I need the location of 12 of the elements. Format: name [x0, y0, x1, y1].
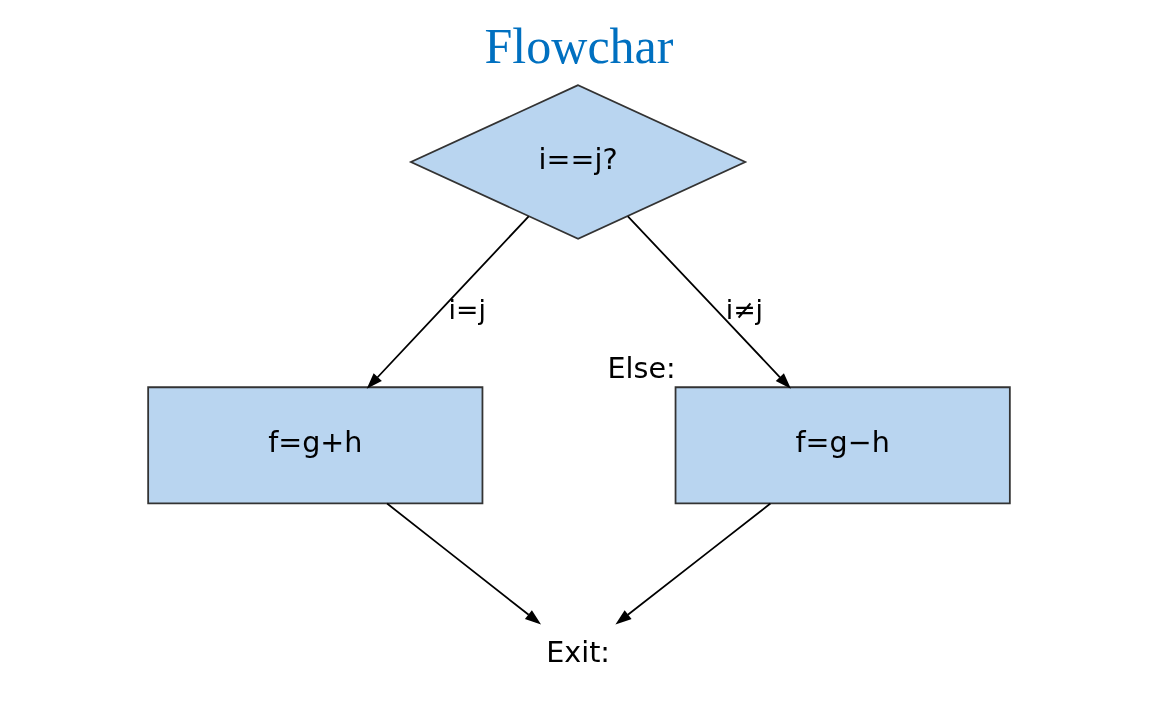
edge-label: i=j — [448, 294, 486, 326]
arrow — [366, 215, 530, 389]
edge-label: i≠j — [725, 294, 763, 326]
arrow — [385, 502, 541, 625]
arrow — [614, 502, 771, 625]
node-box: f=g+h — [146, 386, 483, 505]
arrow — [626, 215, 791, 389]
node-diamond: i==j? — [408, 84, 747, 240]
node-box: f=g−h — [674, 386, 1011, 505]
diagram-title: Flowchar — [483, 17, 674, 74]
node-label: Else: — [607, 350, 676, 385]
node-text: Exit: — [545, 635, 610, 670]
